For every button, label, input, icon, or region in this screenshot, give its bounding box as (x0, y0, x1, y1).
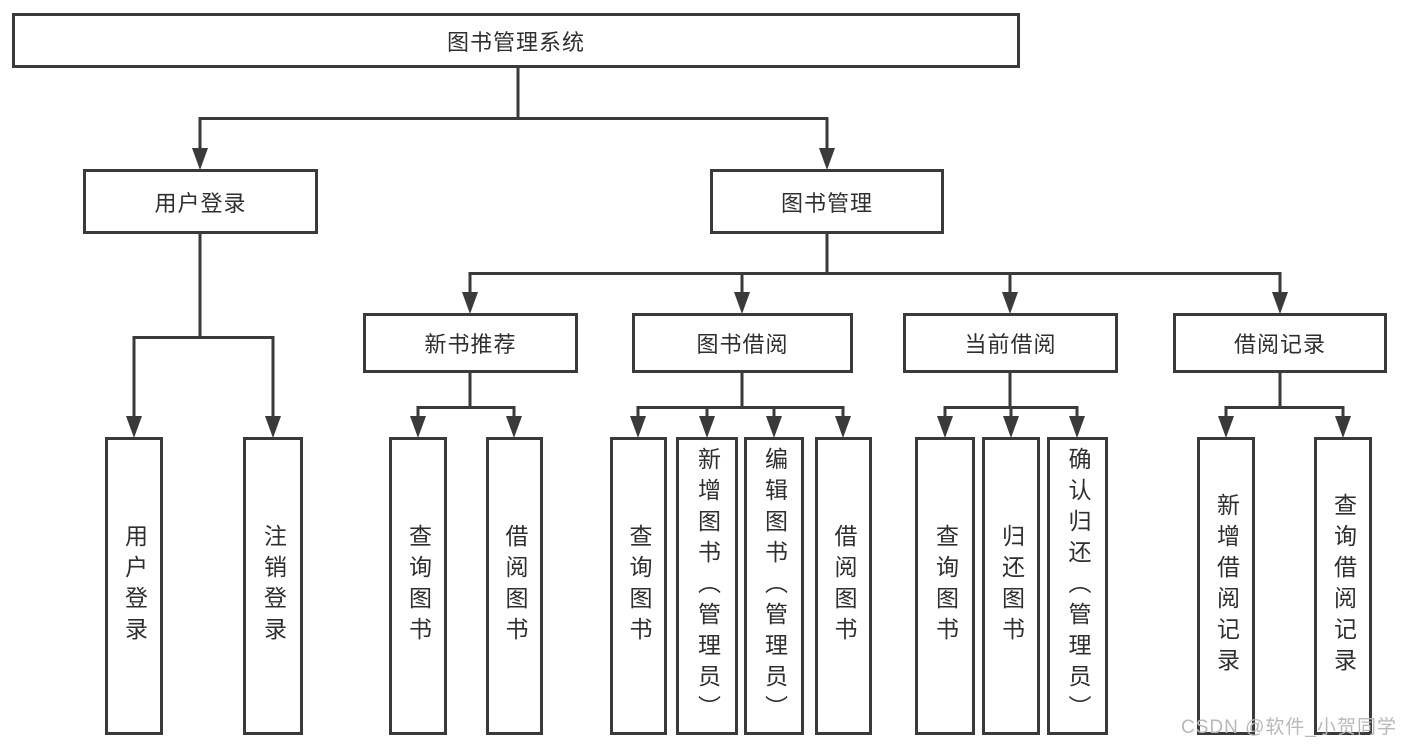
node-label: 查询图书 (626, 524, 652, 648)
node-label: 新增图书（管理员） (694, 446, 721, 726)
node-root: 图书管理系统 (12, 13, 1020, 68)
node-label: 图书借阅 (696, 332, 789, 357)
node-label: 归还图书 (998, 524, 1025, 648)
node-leaf-logout: 注销登录 (243, 437, 303, 735)
node-user-login: 用户登录 (83, 169, 318, 234)
node-label: 当前借阅 (964, 332, 1057, 357)
node-label: 用户登录 (154, 190, 247, 216)
node-leaf-current-search: 查询图书 (915, 437, 975, 735)
node-label: 借阅图书 (831, 524, 857, 648)
node-label: 图书管理 (780, 190, 873, 216)
node-leaf-records-search: 查询借阅记录 (1314, 437, 1372, 735)
node-label: 借阅记录 (1233, 332, 1326, 357)
node-label: 图书管理系统 (446, 29, 585, 55)
node-book-management: 图书管理 (710, 169, 944, 234)
node-label: 借阅图书 (502, 524, 528, 648)
node-label: 新增借阅记录 (1213, 493, 1240, 679)
node-label: 注销登录 (260, 524, 287, 648)
node-leaf-user-login: 用户登录 (105, 437, 163, 735)
node-leaf-borrow-borrow: 借阅图书 (815, 437, 872, 735)
node-leaf-newbooks-borrow: 借阅图书 (486, 437, 543, 735)
node-leaf-current-return: 归还图书 (982, 437, 1040, 735)
node-label: 用户登录 (121, 524, 148, 648)
node-new-book-recommend: 新书推荐 (363, 313, 578, 373)
node-leaf-records-add: 新增借阅记录 (1197, 437, 1255, 735)
node-leaf-newbooks-search: 查询图书 (389, 437, 447, 735)
node-label: 查询图书 (405, 524, 432, 648)
node-borrowing-records: 借阅记录 (1173, 313, 1387, 373)
node-leaf-borrow-add: 新增图书（管理员） (676, 437, 738, 735)
node-label: 查询借阅记录 (1330, 493, 1357, 679)
node-label: 编辑图书（管理员） (761, 446, 788, 726)
csdn-watermark: CSDN @软件_小贺同学 (1181, 717, 1397, 738)
node-label: 确认归还（管理员） (1065, 446, 1091, 726)
node-book-borrowing: 图书借阅 (632, 313, 853, 373)
node-label: 查询图书 (932, 524, 959, 648)
node-current-borrowing: 当前借阅 (903, 313, 1118, 373)
node-label: 新书推荐 (424, 332, 517, 357)
node-leaf-borrow-search: 查询图书 (610, 437, 667, 735)
arrowheads (126, 148, 1351, 438)
node-leaf-current-confirm: 确认归还（管理员） (1047, 437, 1108, 735)
node-leaf-borrow-edit: 编辑图书（管理员） (744, 437, 804, 735)
